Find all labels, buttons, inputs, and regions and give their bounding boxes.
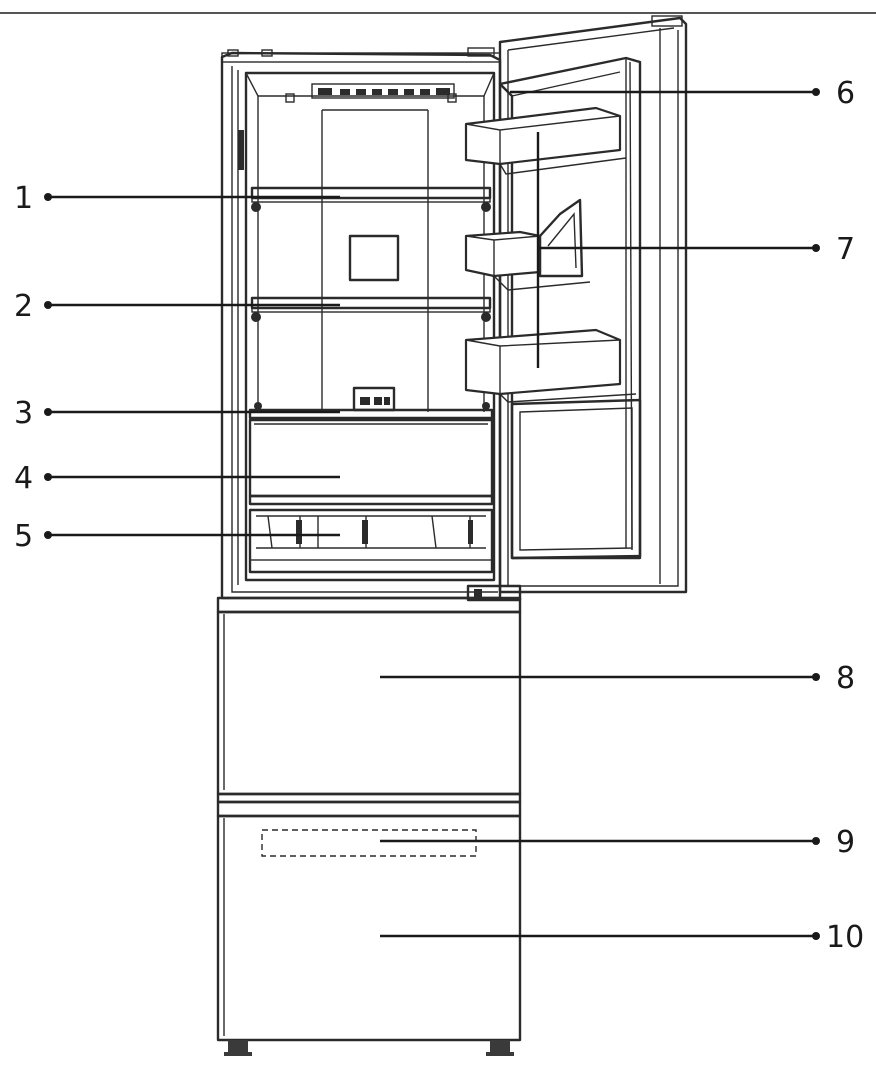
leader-4-dot <box>44 473 52 481</box>
leader-7-dot <box>812 244 820 252</box>
callout-label-10: 10 <box>826 920 864 955</box>
callout-label-8: 8 <box>836 661 855 696</box>
leader-6-dot <box>812 88 820 96</box>
callout-label-4: 4 <box>14 461 33 496</box>
leader-5-dot <box>44 531 52 539</box>
leader-9-dot <box>812 837 820 845</box>
callout-label-1: 1 <box>14 181 33 216</box>
callout-leaders <box>44 88 820 940</box>
leader-2-dot <box>44 301 52 309</box>
callout-labels: 1 2 3 4 5 6 7 8 9 10 <box>14 76 864 955</box>
refrigerator-illustration <box>216 15 688 1056</box>
callout-label-5: 5 <box>14 519 33 554</box>
callout-label-9: 9 <box>836 825 855 860</box>
callout-label-6: 6 <box>836 76 855 111</box>
callout-label-3: 3 <box>14 396 33 431</box>
leader-8-dot <box>812 673 820 681</box>
leader-10-dot <box>812 932 820 940</box>
callout-label-2: 2 <box>14 289 33 324</box>
leader-1-dot <box>44 193 52 201</box>
callout-label-7: 7 <box>836 232 855 267</box>
leader-3-dot <box>44 408 52 416</box>
